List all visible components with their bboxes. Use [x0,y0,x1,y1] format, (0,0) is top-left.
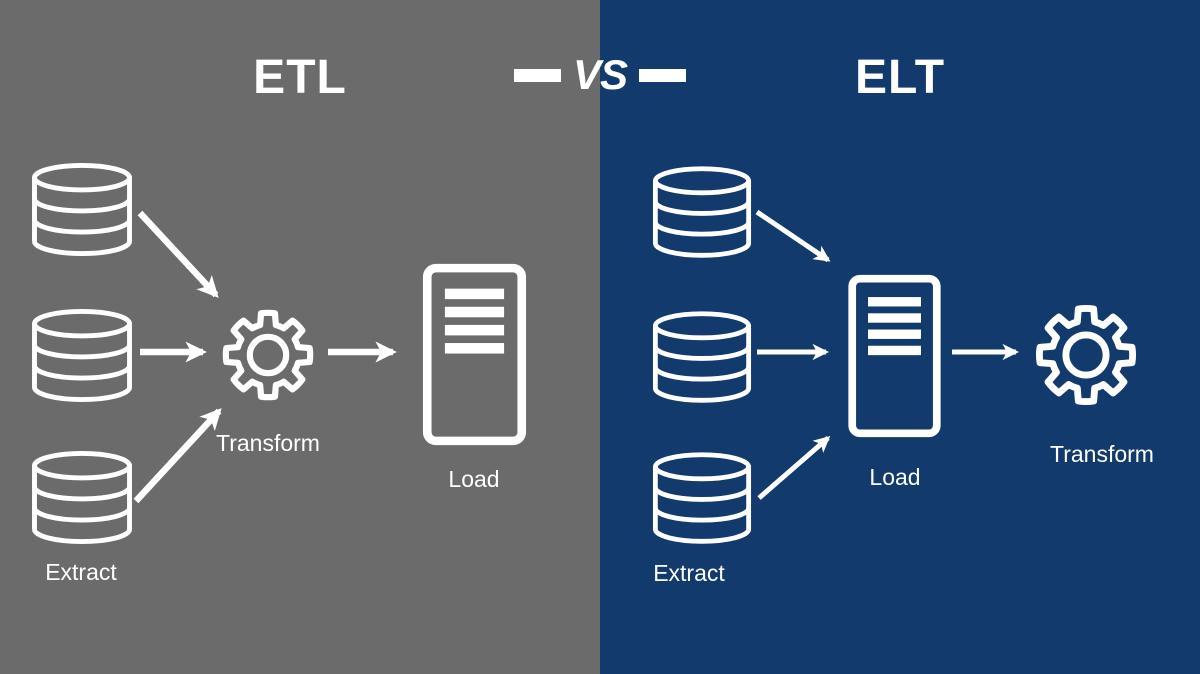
vs-label: VS [572,51,628,98]
database-icon [652,165,752,260]
transform-gear-icon [220,307,316,403]
database-icon [30,450,134,546]
transform-label: Transform [1050,441,1154,467]
elt-panel: ELT Load Transform Extract [600,0,1200,674]
database-icon [652,451,752,546]
database-icon [30,162,134,258]
database-icon [30,308,134,404]
extract-label: Extract [653,560,725,586]
database-icon [652,310,752,405]
arrow-db1-to-transform [137,210,219,298]
elt-title: ELT [854,51,946,104]
etl-title: ETL [253,51,347,104]
arrow-db1-to-load [755,209,831,263]
transform-gear-icon [1033,302,1139,408]
etl-panel: ETL Transform Load Extract [30,51,527,585]
extract-label: Extract [45,559,117,585]
transform-label: Transform [216,430,320,456]
load-label: Load [869,464,921,490]
vs-dash-right [639,68,687,82]
vs-dash-left [513,68,561,82]
load-server-icon [422,262,527,447]
load-label: Load [448,466,500,492]
vs-divider: VS [513,51,687,98]
load-server-icon [846,274,943,438]
